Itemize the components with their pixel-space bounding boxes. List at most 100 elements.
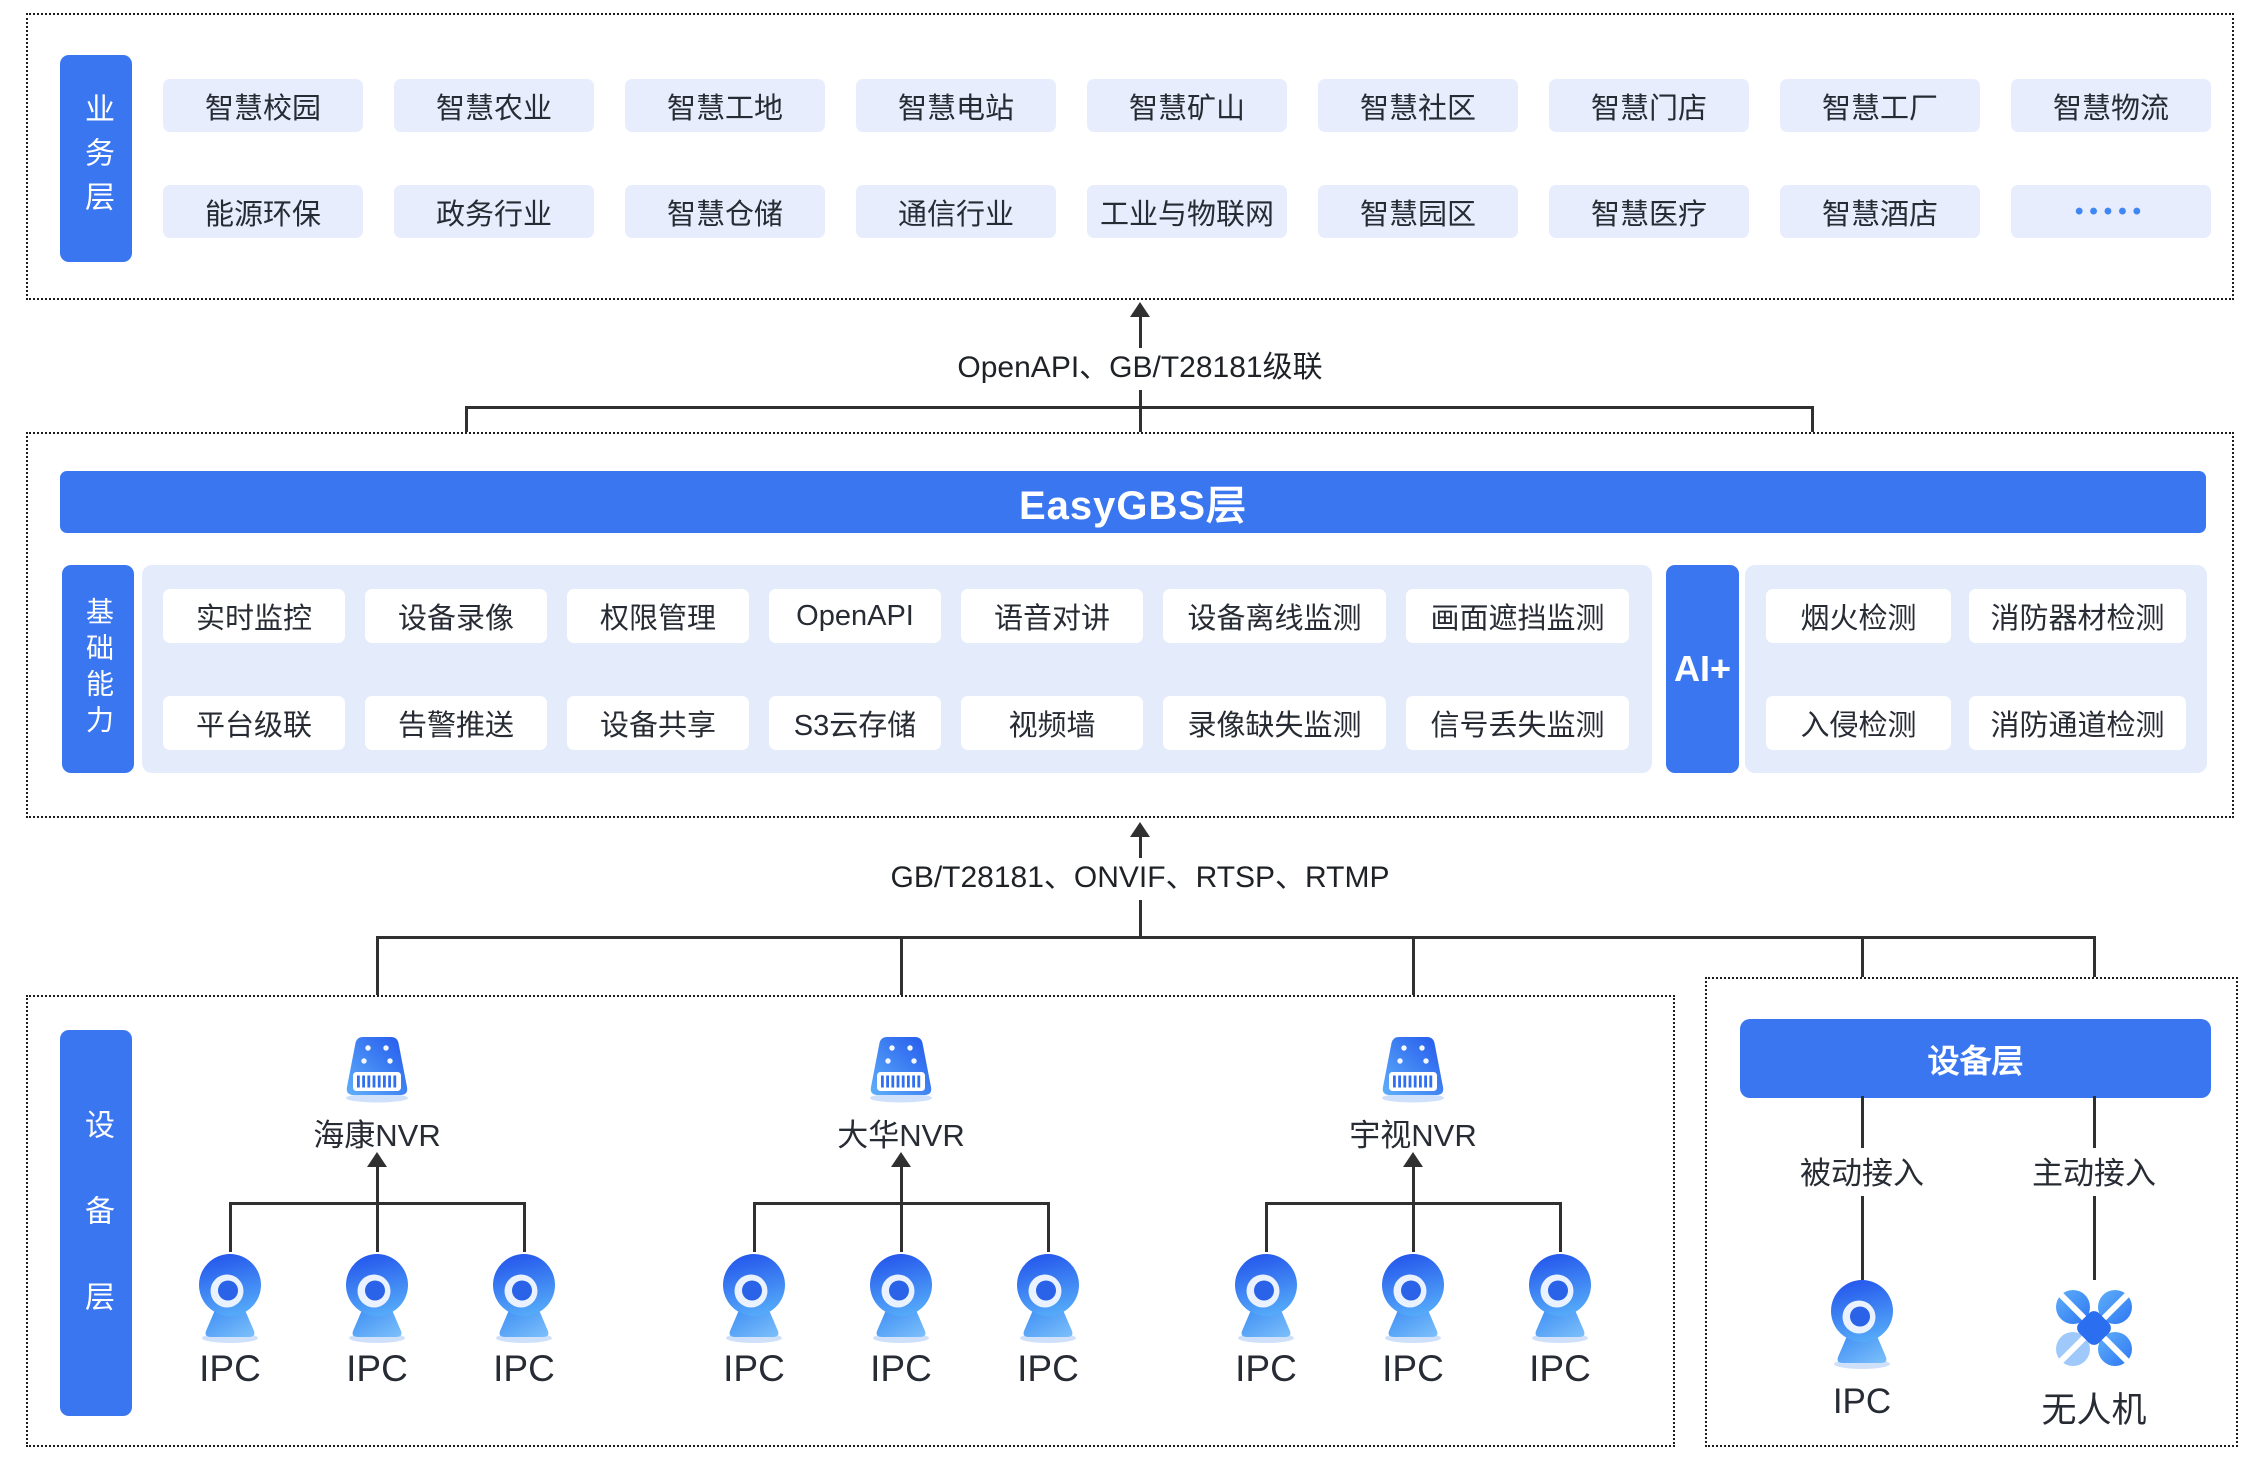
business-item: 智慧工厂: [1780, 79, 1980, 132]
ipc-label: IPC: [1017, 1348, 1079, 1389]
easygbs-layer-box: EasyGBS层 基础能力 实时监控 设备录像 权限管理 OpenAPI 语音对…: [26, 432, 2234, 818]
ai-grid: 烟火检测 消防器材检测 入侵检测 消防通道检测: [1766, 589, 2186, 750]
ipc-label: IPC: [199, 1348, 261, 1389]
business-item: 智慧社区: [1318, 79, 1518, 132]
capability-item: 平台级联: [163, 696, 345, 750]
business-item: 智慧矿山: [1087, 79, 1287, 132]
easygbs-title-bar: EasyGBS层: [60, 471, 2206, 533]
connector-line: [1412, 1202, 1415, 1252]
business-item: 智慧门店: [1549, 79, 1749, 132]
capability-item: 实时监控: [163, 589, 345, 643]
ai-plus-badge: AI+: [1666, 565, 1739, 773]
arrowhead-up-icon: [1403, 1152, 1423, 1167]
ipc-camera-icon: [488, 1252, 560, 1344]
capability-item: 告警推送: [365, 696, 547, 750]
arrowhead-up-icon: [1130, 822, 1150, 837]
ipc-camera-icon: [1230, 1252, 1302, 1344]
capability-item: 设备录像: [365, 589, 547, 643]
capability-item: S3云存储: [769, 696, 941, 750]
access-mode-label: 主动接入: [2032, 1156, 2156, 1191]
business-item: 智慧校园: [163, 79, 363, 132]
nvr-label: 大华NVR: [837, 1118, 965, 1153]
capability-item: OpenAPI: [769, 589, 941, 643]
connector-line: [900, 1165, 903, 1205]
capability-item: 语音对讲: [961, 589, 1143, 643]
ipc-camera-icon: [1524, 1252, 1596, 1344]
business-item: 通信行业: [856, 185, 1056, 238]
access-device-label: IPC: [1832, 1382, 1892, 1421]
ai-item: 入侵检测: [1766, 696, 1951, 750]
ipc-camera-icon: [718, 1252, 790, 1344]
connector-line: [1861, 1196, 1864, 1280]
drone-icon: [2050, 1282, 2138, 1370]
business-layer-box: 业务层 智慧校园 智慧农业 智慧工地 智慧电站 智慧矿山 智慧社区 智慧门店 智…: [26, 13, 2234, 300]
connector-line: [1139, 835, 1142, 858]
connector-line: [1559, 1202, 1562, 1252]
access-device-label: 无人机: [2041, 1391, 2147, 1430]
bottom-protocol-label: GB/T28181、ONVIF、RTSP、RTMP: [872, 858, 1408, 898]
ipc-camera-icon: [1377, 1252, 1449, 1344]
connector-line: [2093, 1196, 2096, 1280]
capability-item: 视频墙: [961, 696, 1143, 750]
ipc-camera-icon: [341, 1252, 413, 1344]
ipc-label: IPC: [870, 1348, 932, 1389]
connector-line: [523, 1202, 526, 1252]
business-item: 政务行业: [394, 185, 594, 238]
nvr-label: 海康NVR: [313, 1118, 441, 1153]
nvr-icon: [1373, 1031, 1453, 1103]
connector-line: [1139, 315, 1142, 350]
connector-line: [1412, 1165, 1415, 1205]
business-item: 智慧农业: [394, 79, 594, 132]
connector-line: [753, 1202, 756, 1252]
access-mode-label: 被动接入: [1800, 1156, 1924, 1191]
business-item: 能源环保: [163, 185, 363, 238]
business-item: 智慧电站: [856, 79, 1056, 132]
capabilities-badge: 基础能力: [62, 565, 134, 773]
connector-line: [900, 936, 903, 1034]
ipc-label: IPC: [1235, 1348, 1297, 1389]
ai-panel: 烟火检测 消防器材检测 入侵检测 消防通道检测: [1745, 565, 2207, 773]
arrowhead-up-icon: [367, 1152, 387, 1167]
capabilities-panel: 实时监控 设备录像 权限管理 OpenAPI 语音对讲 设备离线监测 画面遮挡监…: [142, 565, 1652, 773]
connector-line: [2093, 936, 2096, 1017]
business-item: 智慧医疗: [1549, 185, 1749, 238]
ipc-camera-icon: [865, 1252, 937, 1344]
capability-item: 设备离线监测: [1163, 589, 1386, 643]
ipc-camera-icon: [1826, 1278, 1898, 1370]
business-item: 智慧园区: [1318, 185, 1518, 238]
connector-bracket: [465, 406, 1814, 409]
connector-line: [1265, 1202, 1268, 1252]
connector-line: [900, 1202, 903, 1252]
arrowhead-up-icon: [891, 1152, 911, 1167]
business-item: 智慧酒店: [1780, 185, 1980, 238]
capabilities-grid: 实时监控 设备录像 权限管理 OpenAPI 语音对讲 设备离线监测 画面遮挡监…: [163, 589, 1629, 750]
ipc-camera-icon: [194, 1252, 266, 1344]
connector-line: [1139, 390, 1142, 469]
nvr-icon: [861, 1031, 941, 1103]
business-item: 智慧工地: [625, 79, 825, 132]
nvr-icon: [337, 1031, 417, 1103]
device-access-header: 设备层: [1740, 1019, 2211, 1098]
connector-line: [376, 1202, 379, 1252]
connector-bracket: [377, 936, 2096, 939]
capability-item: 信号丢失监测: [1406, 696, 1629, 750]
ipc-camera-icon: [1012, 1252, 1084, 1344]
connector-line: [1412, 936, 1415, 1034]
capability-item: 权限管理: [567, 589, 749, 643]
arrowhead-up-icon: [1130, 302, 1150, 317]
device-layer-badge: 设备层: [60, 1030, 132, 1416]
ipc-label: IPC: [346, 1348, 408, 1389]
ipc-label: IPC: [1529, 1348, 1591, 1389]
connector-line: [1861, 1096, 1864, 1148]
connector-line: [229, 1202, 232, 1252]
top-protocol-label: OpenAPI、GB/T28181级联: [939, 348, 1341, 388]
connector-line: [2093, 1096, 2096, 1148]
business-item: 智慧物流: [2011, 79, 2211, 132]
business-item: 智慧仓储: [625, 185, 825, 238]
capability-item: 设备共享: [567, 696, 749, 750]
ai-item: 消防通道检测: [1969, 696, 2186, 750]
device-access-box: 设备层: [1705, 977, 2238, 1447]
capability-item: 录像缺失监测: [1163, 696, 1386, 750]
connector-line: [376, 1165, 379, 1205]
connector-line: [1047, 1202, 1050, 1252]
